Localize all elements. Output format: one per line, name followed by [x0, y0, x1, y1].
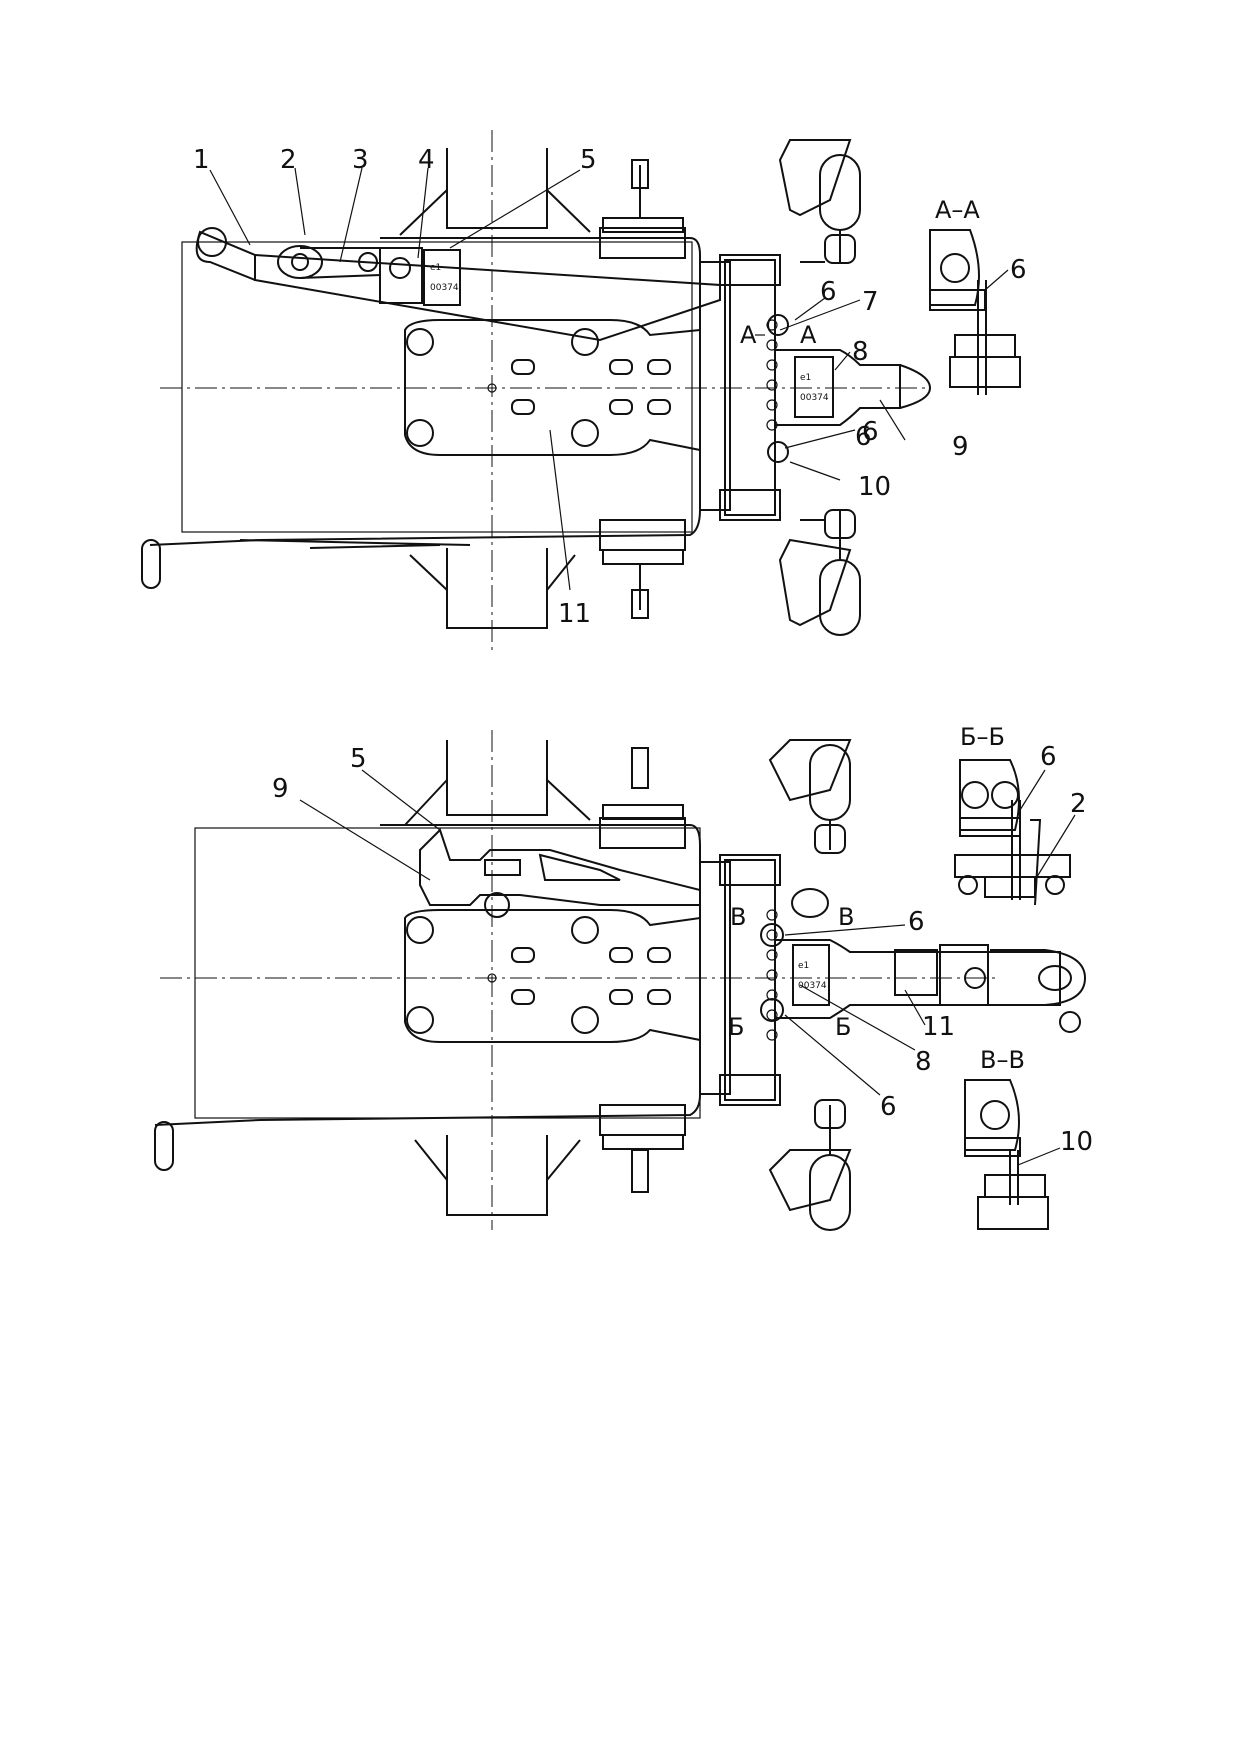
top-bolt-block-upper: [599, 159, 686, 259]
section-bb: Б–Б 6 2: [954, 723, 1087, 906]
bottom-callout-8: 8: [915, 1047, 932, 1077]
top-leader-lines: [209, 167, 906, 591]
bottom-view-assembly: e1 00374 В В Б Б: [154, 730, 1087, 1231]
top-callout-6a: 6: [820, 277, 837, 307]
bottom-leader-lines: [299, 769, 926, 1096]
top-axle-post-upper: [446, 148, 548, 229]
bottom-tow-bar: [775, 939, 1061, 1019]
top-axle-post-lower: [446, 548, 548, 629]
section-bb-callout-2: 2: [1070, 789, 1087, 819]
top-hook-plate-text-2: 00374: [800, 393, 829, 403]
section-aa-title: А–А: [935, 196, 980, 224]
top-hook-plate-text-1: e1: [800, 373, 811, 383]
top-lock-block: [379, 247, 423, 304]
top-callout-8: 8: [852, 337, 869, 367]
bottom-section-mark-v-right: В: [838, 903, 854, 931]
bottom-id-plate-left: [792, 944, 830, 1006]
top-callout-11: 11: [558, 599, 591, 629]
bottom-folded-drawbar: [419, 828, 701, 906]
bottom-callout-6a: 6: [908, 907, 925, 937]
bottom-plate-text-2: 00374: [798, 981, 827, 991]
top-plate-text-2: 00374: [430, 283, 459, 293]
top-hitch-body: [724, 259, 776, 516]
top-tow-hook: [775, 349, 901, 426]
section-aa-callout-6: 6: [1010, 255, 1027, 285]
bottom-callout-5: 5: [350, 744, 367, 774]
top-drawbar-eye: [197, 227, 227, 257]
bottom-section-mark-v-left: В: [730, 903, 746, 931]
section-vv-callout-10: 10: [1060, 1127, 1093, 1157]
bottom-hitch-body: [724, 859, 776, 1101]
section-bb-callout-6: 6: [1040, 742, 1057, 772]
top-section-mark-a-left: А: [740, 321, 757, 349]
top-frame-outline: [181, 241, 693, 533]
top-wheel-lower: [778, 509, 861, 636]
top-callout-6b: 6: [855, 422, 872, 452]
top-view-assembly: e1 00374 e1 00374: [141, 130, 969, 650]
top-callout-10: 10: [858, 472, 891, 502]
bottom-callout-11: 11: [922, 1012, 955, 1042]
section-bb-title: Б–Б: [960, 723, 1005, 751]
top-side-rail-upper: [380, 237, 701, 280]
top-wheel-upper: [778, 139, 861, 264]
section-aa: А–А 6: [929, 196, 1027, 395]
bottom-plate-text-1: e1: [798, 961, 809, 971]
top-callout-4: 4: [418, 145, 435, 175]
bottom-callout-6b: 6: [880, 1092, 897, 1122]
bottom-callout-9: 9: [272, 774, 289, 804]
top-side-rail-lower: [259, 509, 701, 541]
bottom-section-mark-b-left: Б: [728, 1013, 744, 1041]
bottom-id-plate-right: [894, 949, 938, 996]
top-bolt-block-lower: [599, 519, 686, 619]
top-callout-2: 2: [280, 145, 297, 175]
bottom-section-mark-b-right: Б: [835, 1013, 851, 1041]
top-callout-3: 3: [352, 145, 369, 175]
top-callout-1: 1: [193, 145, 210, 175]
section-vv: В–В 10: [964, 1046, 1093, 1230]
top-id-plate: [423, 249, 461, 306]
top-callout-6c: 6: [862, 417, 879, 447]
top-hook-plate: [794, 356, 834, 418]
top-drawbar: [254, 253, 721, 342]
top-callout-7: 7: [862, 287, 879, 317]
section-vv-title: В–В: [980, 1046, 1025, 1074]
bottom-mounting-plate: [404, 909, 701, 1043]
top-plate-text-1: e1: [430, 263, 441, 273]
top-section-mark-a-right: А: [800, 321, 817, 349]
top-callout-5: 5: [580, 145, 597, 175]
top-callout-9: 9: [952, 432, 969, 462]
